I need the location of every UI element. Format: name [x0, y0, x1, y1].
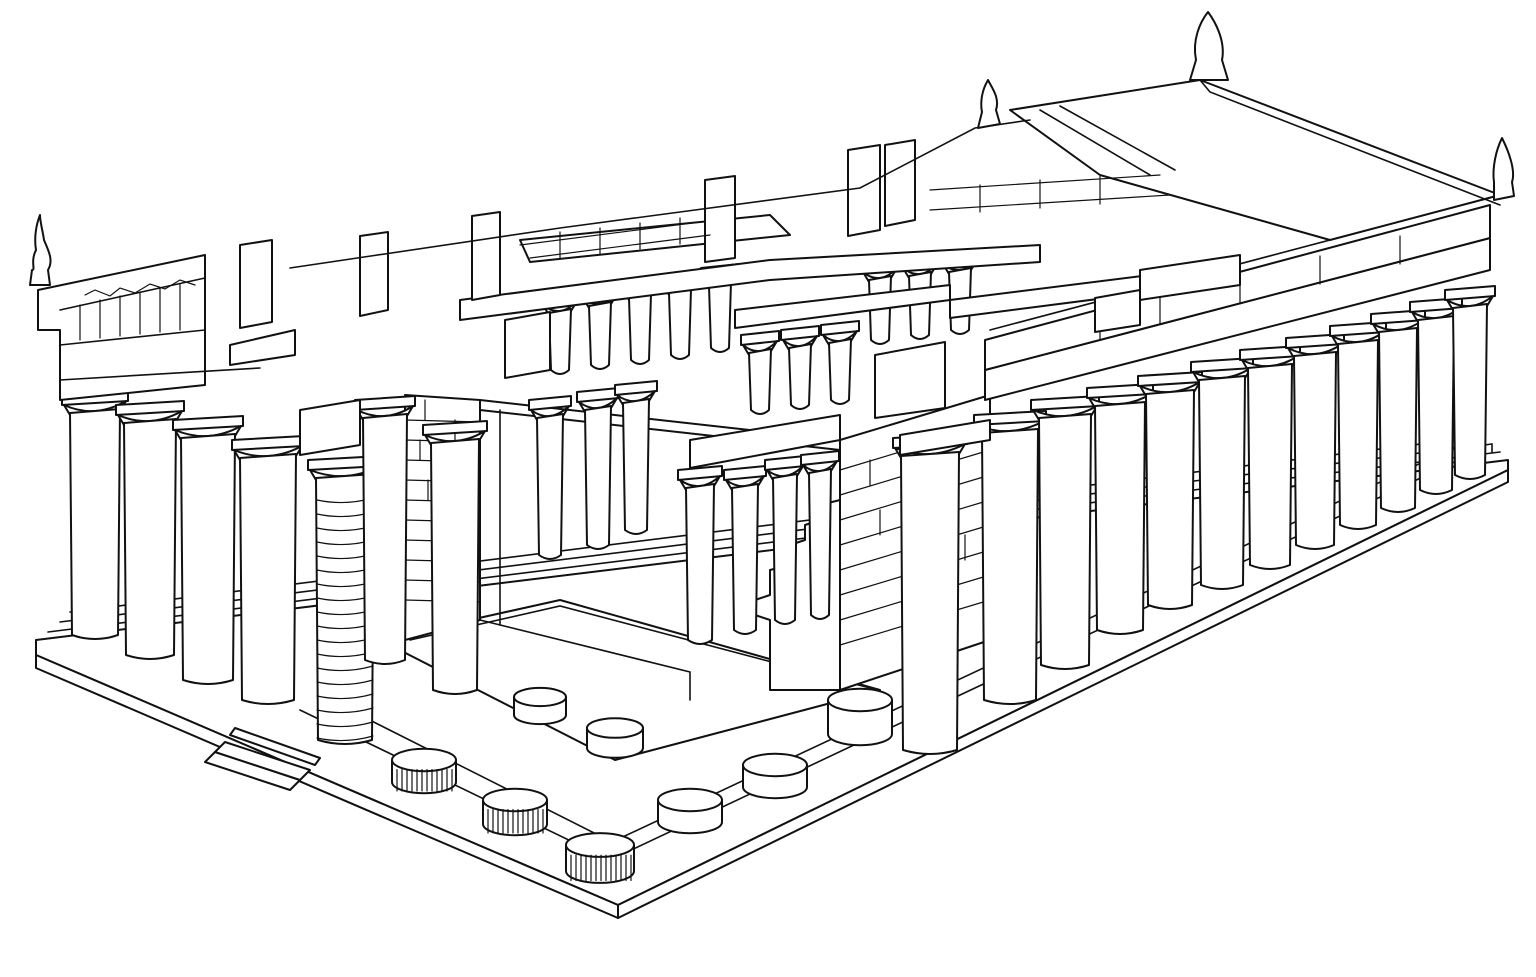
- column-drum: [513, 686, 567, 726]
- column: [1409, 297, 1463, 495]
- column: [740, 330, 780, 415]
- column: [1285, 333, 1345, 550]
- entablature: [37, 79, 1501, 469]
- colonnade-right: [892, 285, 1496, 755]
- column: [172, 415, 244, 685]
- column: [576, 387, 620, 550]
- column: [231, 435, 305, 705]
- column-drum: [482, 787, 548, 837]
- column: [1444, 285, 1496, 480]
- column: [1370, 309, 1426, 513]
- acroterion-icon: [1189, 11, 1229, 81]
- column: [354, 395, 416, 665]
- acroterion-top: [1189, 11, 1229, 81]
- column: [614, 380, 658, 535]
- acroterion-icon: [1492, 137, 1515, 201]
- column: [892, 433, 968, 755]
- column: [973, 410, 1047, 705]
- acroterion-icon: [977, 79, 1001, 129]
- column: [1239, 345, 1301, 570]
- acroterion-right: [1492, 137, 1515, 201]
- column-drum: [827, 687, 893, 747]
- column: [677, 465, 723, 645]
- column: [1329, 321, 1387, 530]
- column-drum: [565, 832, 635, 884]
- column-drums: [391, 686, 893, 884]
- column: [723, 465, 767, 635]
- column-drum: [586, 717, 644, 759]
- column: [1137, 371, 1203, 610]
- acroterion-icon: [29, 214, 52, 286]
- column: [780, 325, 820, 410]
- column: [1190, 357, 1254, 590]
- acroterion-left: [29, 214, 52, 286]
- acroterion-mid: [977, 79, 1001, 129]
- column-drum: [742, 752, 808, 800]
- column-drum: [391, 747, 457, 795]
- column-drum: [657, 787, 723, 835]
- column: [528, 395, 572, 560]
- column: [115, 400, 185, 660]
- column: [1030, 395, 1100, 670]
- column: [820, 320, 860, 405]
- colonnade-front: [61, 390, 488, 745]
- column: [764, 455, 806, 625]
- column: [800, 450, 840, 620]
- column: [422, 420, 488, 695]
- column: [1086, 383, 1154, 635]
- column: [61, 390, 129, 640]
